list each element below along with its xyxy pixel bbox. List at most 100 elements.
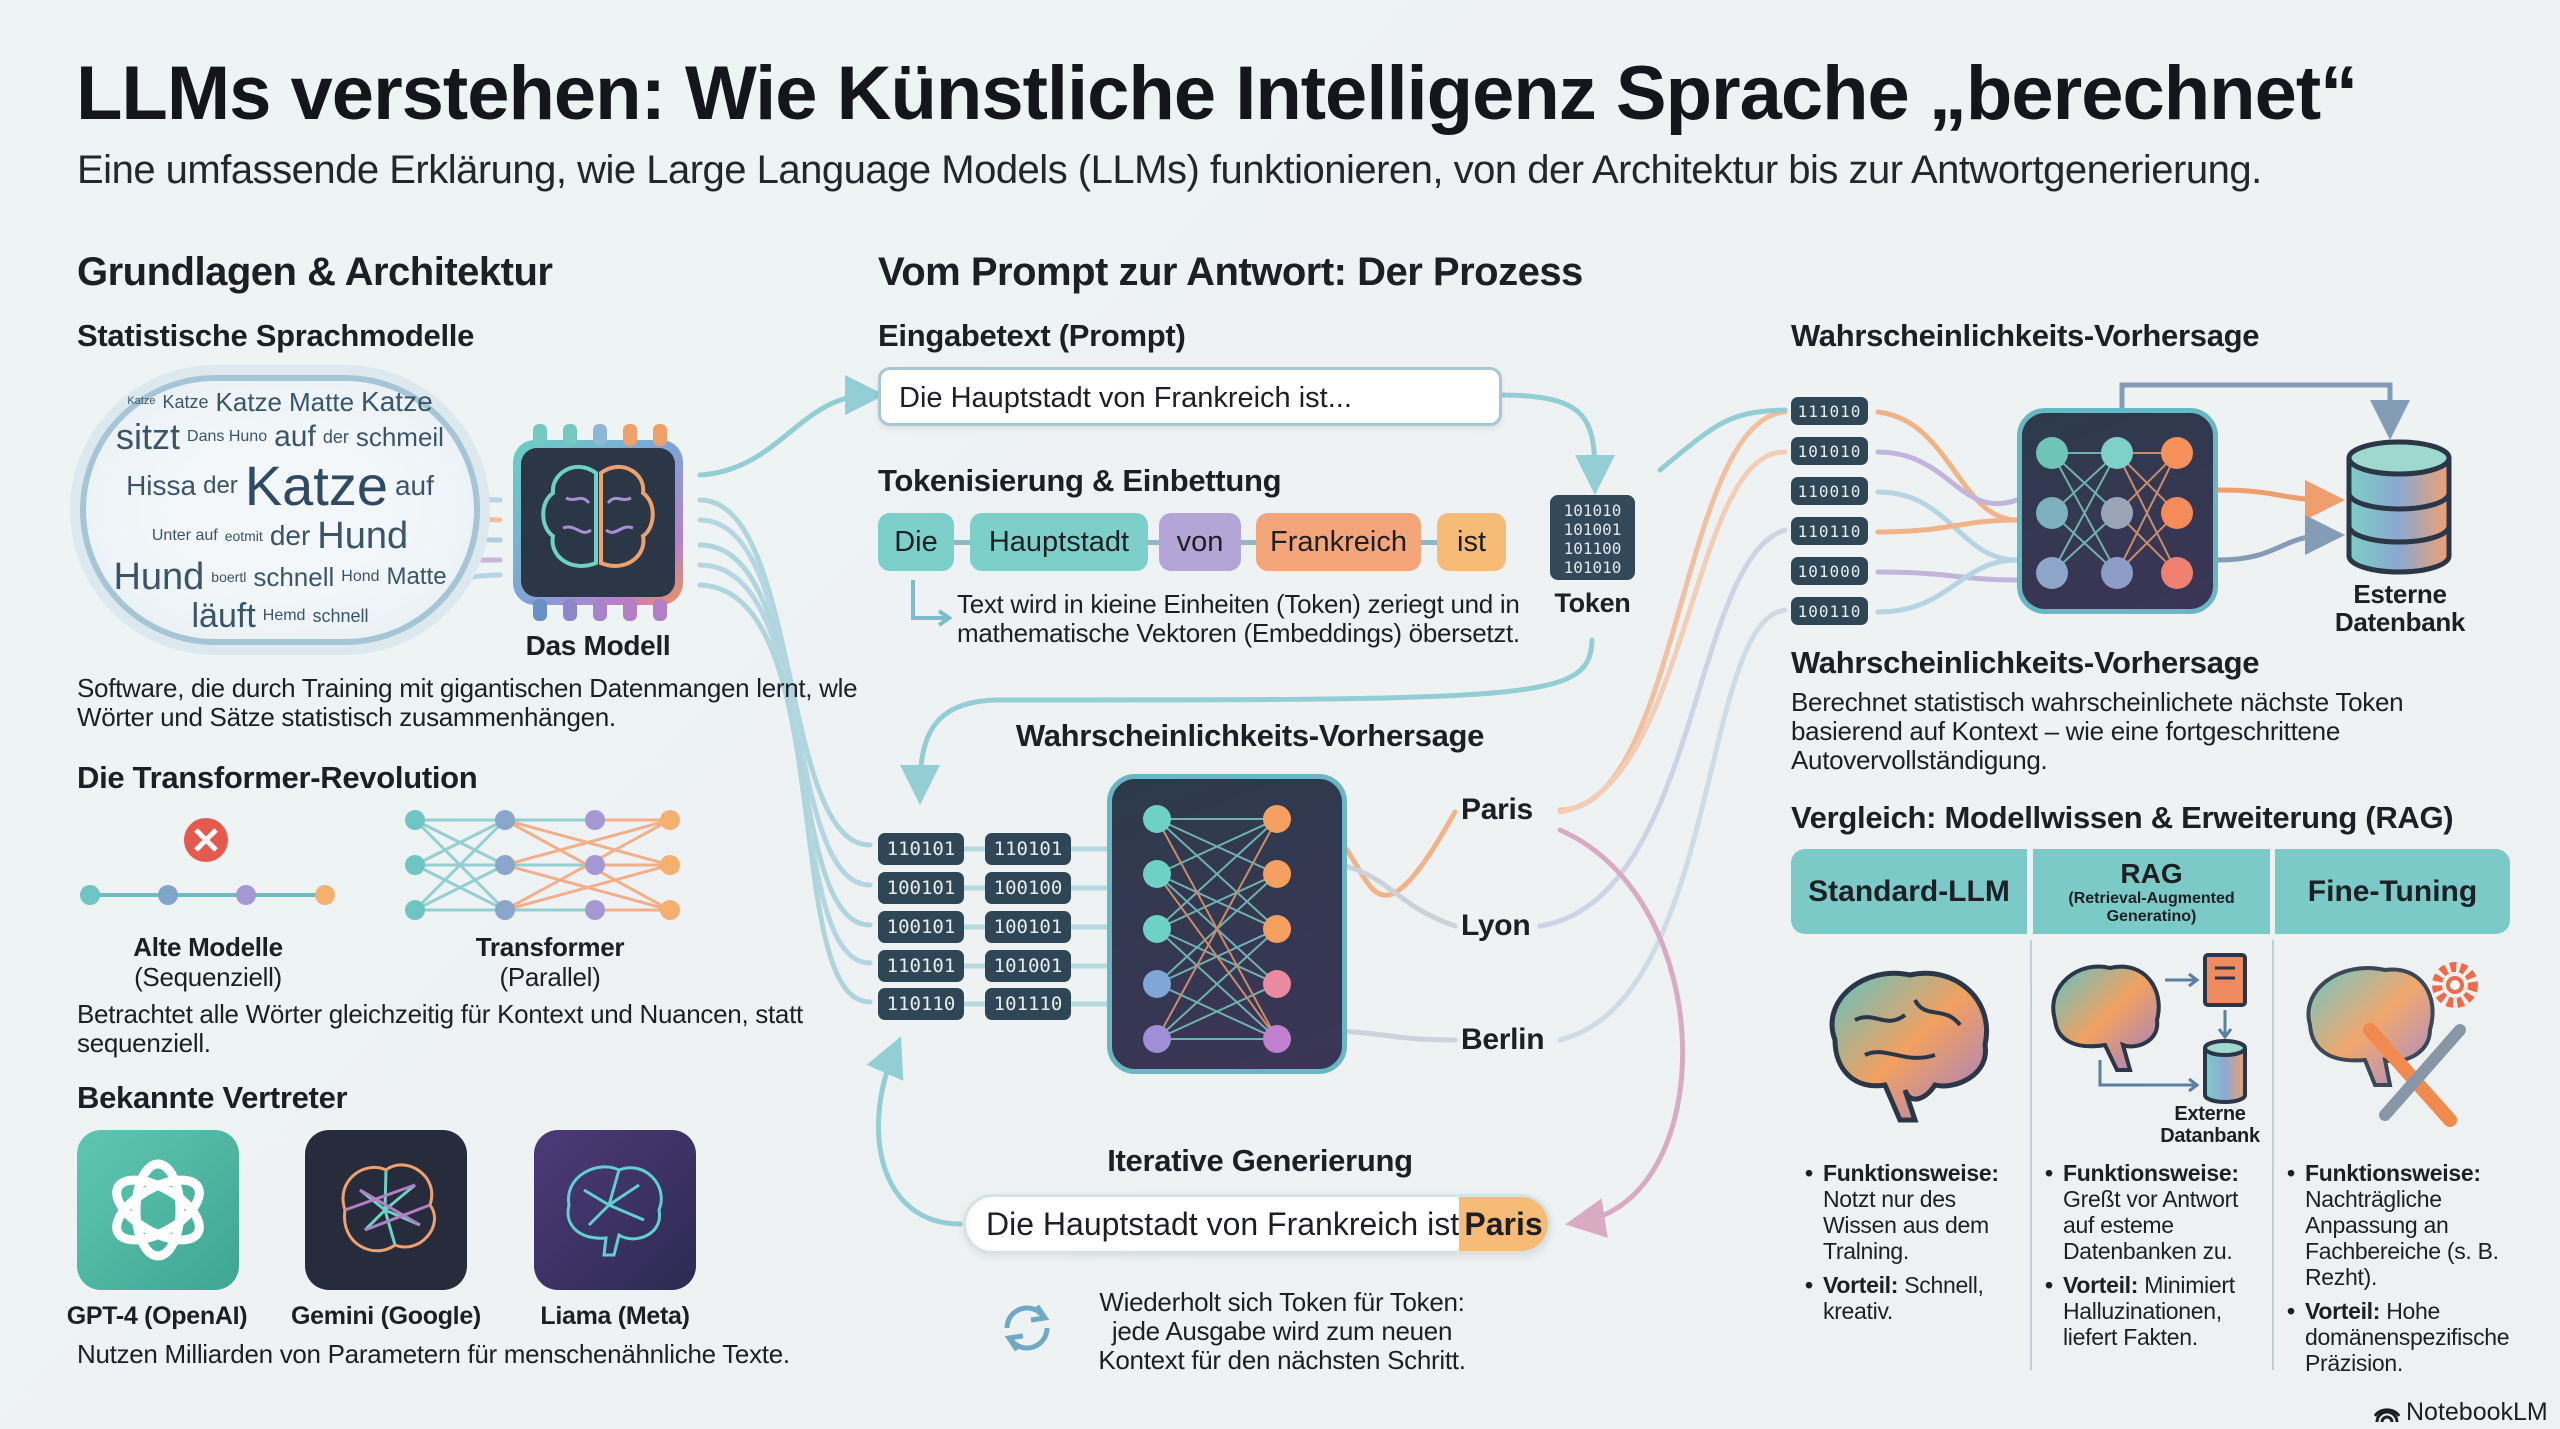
cloud-word: Hond xyxy=(341,567,380,585)
token-bits: 101010 xyxy=(1563,501,1622,520)
cloud-word: schmeil xyxy=(355,421,444,452)
bullet-label: Funktionsweise: xyxy=(2063,1160,2239,1186)
cloud-word: boertl xyxy=(211,568,247,585)
vector-cell: 101110 xyxy=(985,988,1071,1020)
brain-icon xyxy=(541,465,655,568)
transformer-title: Die Transformer-Revolution xyxy=(77,760,478,795)
prediction-description: Berechnet statistisch wahrscheinlichete … xyxy=(1791,687,2404,775)
bullet-label: Vorteil: xyxy=(1823,1272,1899,1298)
iterative-title: Iterative Generierung xyxy=(1107,1143,1413,1178)
rag-brain-book-db-icon xyxy=(2051,953,2247,1104)
stat-description: Software, die durch Training mit giganti… xyxy=(77,673,858,732)
cloud-word: schnell xyxy=(312,605,369,626)
prompt-input[interactable]: Die Hauptstadt von Frankreich ist... xyxy=(878,367,1502,426)
bullet-text: Greßt vor Antwort auf esteme Datenbanken… xyxy=(2063,1186,2239,1264)
cloud-word: auf xyxy=(394,469,434,501)
transformer-label: Transformer xyxy=(475,932,625,962)
cloud-word: Unter auf xyxy=(151,526,218,544)
cloud-word: der xyxy=(322,426,349,447)
candidate-token: Paris xyxy=(1461,793,1533,826)
neural-network-icon xyxy=(2017,408,2218,614)
cloud-word: der xyxy=(269,519,311,551)
token-bits: 101010 xyxy=(1563,558,1622,577)
section-title-process: Vom Prompt zur Antwort: Der Prozess xyxy=(878,250,1583,294)
gear-icon xyxy=(2432,962,2478,1008)
transformer-sub: (Parallel) xyxy=(499,962,601,992)
cloud-word-main: Katze xyxy=(244,453,388,517)
comparison-title: Vergleich: Modellwissen & Erweiterung (R… xyxy=(1791,800,2454,835)
known-models-title: Bekannte Vertreter xyxy=(77,1080,348,1115)
column-title: Fine-Tuning xyxy=(2307,874,2478,908)
sequential-vs-parallel-diagram xyxy=(80,810,680,920)
vector-cell: 100101 xyxy=(985,911,1071,943)
bullet-label: Vorteil: xyxy=(2305,1298,2381,1324)
column-divider xyxy=(2030,940,2032,1370)
answer-prefix: Die Hauptstadt von Frankreich ist xyxy=(986,1205,1460,1242)
bullet-item: Funktionsweise: Notzt nur des Wissen aus… xyxy=(1805,1160,2035,1264)
cloud-word: Matte xyxy=(289,386,355,417)
iterative-description: Wiederholt sich Token für Token: jede Au… xyxy=(1098,1287,1466,1375)
model-label-llama: Liama (Meta) xyxy=(540,1302,690,1330)
database-icon xyxy=(2346,439,2452,575)
candidate-token: Lyon xyxy=(1461,909,1531,942)
token-chip: Hauptstadt xyxy=(970,513,1148,571)
gemini-brain-icon xyxy=(305,1130,467,1290)
token-label: Token xyxy=(1554,588,1631,618)
openai-logo-icon xyxy=(77,1130,239,1290)
cloud-word: Hissa xyxy=(126,469,197,501)
vector-cell: 110110 xyxy=(1791,517,1868,545)
bullet-item: Vorteil: Minimiert Halluzinationen, lief… xyxy=(2045,1272,2275,1350)
token-chip: von xyxy=(1159,513,1241,571)
old-models-sub: (Sequenziell) xyxy=(134,962,282,992)
bullet-label: Vorteil: xyxy=(2063,1272,2139,1298)
cloud-word: Katze xyxy=(127,395,156,407)
llama-brain-icon xyxy=(534,1130,696,1290)
bullet-item: Funktionsweise: Nachträgliche Anpassung … xyxy=(2287,1160,2517,1290)
tokenization-description: Text wird in kieine Einheiten (Token) ze… xyxy=(957,589,1520,648)
brand-name: NotebookLM xyxy=(2406,1398,2548,1426)
generated-answer-field: Die Hauptstadt von Frankreich ist Paris xyxy=(963,1194,1551,1254)
cloud-word: Hemd xyxy=(262,606,306,624)
cloud-word: Katze xyxy=(361,385,433,417)
book-icon xyxy=(2203,953,2247,1007)
vector-cell: 101010 xyxy=(1791,437,1868,465)
cloud-word: sitzt xyxy=(116,415,181,457)
rag-db-label: Externe Datanbank xyxy=(2160,1103,2260,1147)
vector-cell: 100101 xyxy=(878,872,964,904)
word-cloud: Katze Katze Katze Matte Katze sitzt Dans… xyxy=(80,375,480,645)
refresh-cycle-icon xyxy=(1004,1304,1050,1352)
model-chip-icon xyxy=(513,424,683,621)
candidate-token: Berlin xyxy=(1461,1023,1545,1056)
column-divider xyxy=(2272,940,2274,1370)
vector-cell: 110101 xyxy=(985,833,1071,865)
bullet-item: Funktionsweise: Greßt vor Antwort auf es… xyxy=(2045,1160,2275,1264)
vector-cell: 101000 xyxy=(1791,557,1868,585)
cloud-word: schnell xyxy=(253,561,335,592)
cloud-word: Katze xyxy=(215,386,283,417)
cloud-word: auf xyxy=(274,419,316,453)
finetuning-brain-tools-icon xyxy=(2306,962,2478,1127)
bullet-text: Nachträgliche Anpassung an Fachbereiche … xyxy=(2305,1186,2499,1290)
cloud-word: der xyxy=(203,471,238,499)
model-label: Das Modell xyxy=(525,630,671,661)
answer-new-token: Paris xyxy=(1459,1197,1548,1251)
stat-models-title: Statistische Sprachmodelle xyxy=(77,318,475,353)
brain-icon xyxy=(1829,970,1989,1123)
cloud-word: Katze xyxy=(162,391,209,412)
vector-cell: 111010 xyxy=(1791,397,1868,425)
vector-cell: 100101 xyxy=(878,911,964,943)
bullet-label: Funktionsweise: xyxy=(1823,1160,1999,1186)
cloud-word: läuft xyxy=(191,596,256,635)
prediction-heading: Wahrscheinlichkeits-Vorhersage xyxy=(1791,645,2260,680)
vector-cell: 101001 xyxy=(985,950,1071,982)
notebooklm-brand: NotebookLM xyxy=(2374,1398,2548,1427)
column-header-standard: Standard-LLM xyxy=(1791,849,2027,934)
wrench-icon xyxy=(2363,1023,2457,1127)
section-title-basics: Grundlagen & Architektur xyxy=(77,250,553,294)
token-bits: 101100 xyxy=(1563,539,1622,558)
column-title: Standard-LLM xyxy=(1808,874,2010,908)
transformer-description: Betrachtet alle Wörter gleichzeitig für … xyxy=(77,999,803,1058)
bullet-label: Funktionsweise: xyxy=(2305,1160,2481,1186)
bullet-text: Schnell, kreativ. xyxy=(1823,1272,1984,1324)
